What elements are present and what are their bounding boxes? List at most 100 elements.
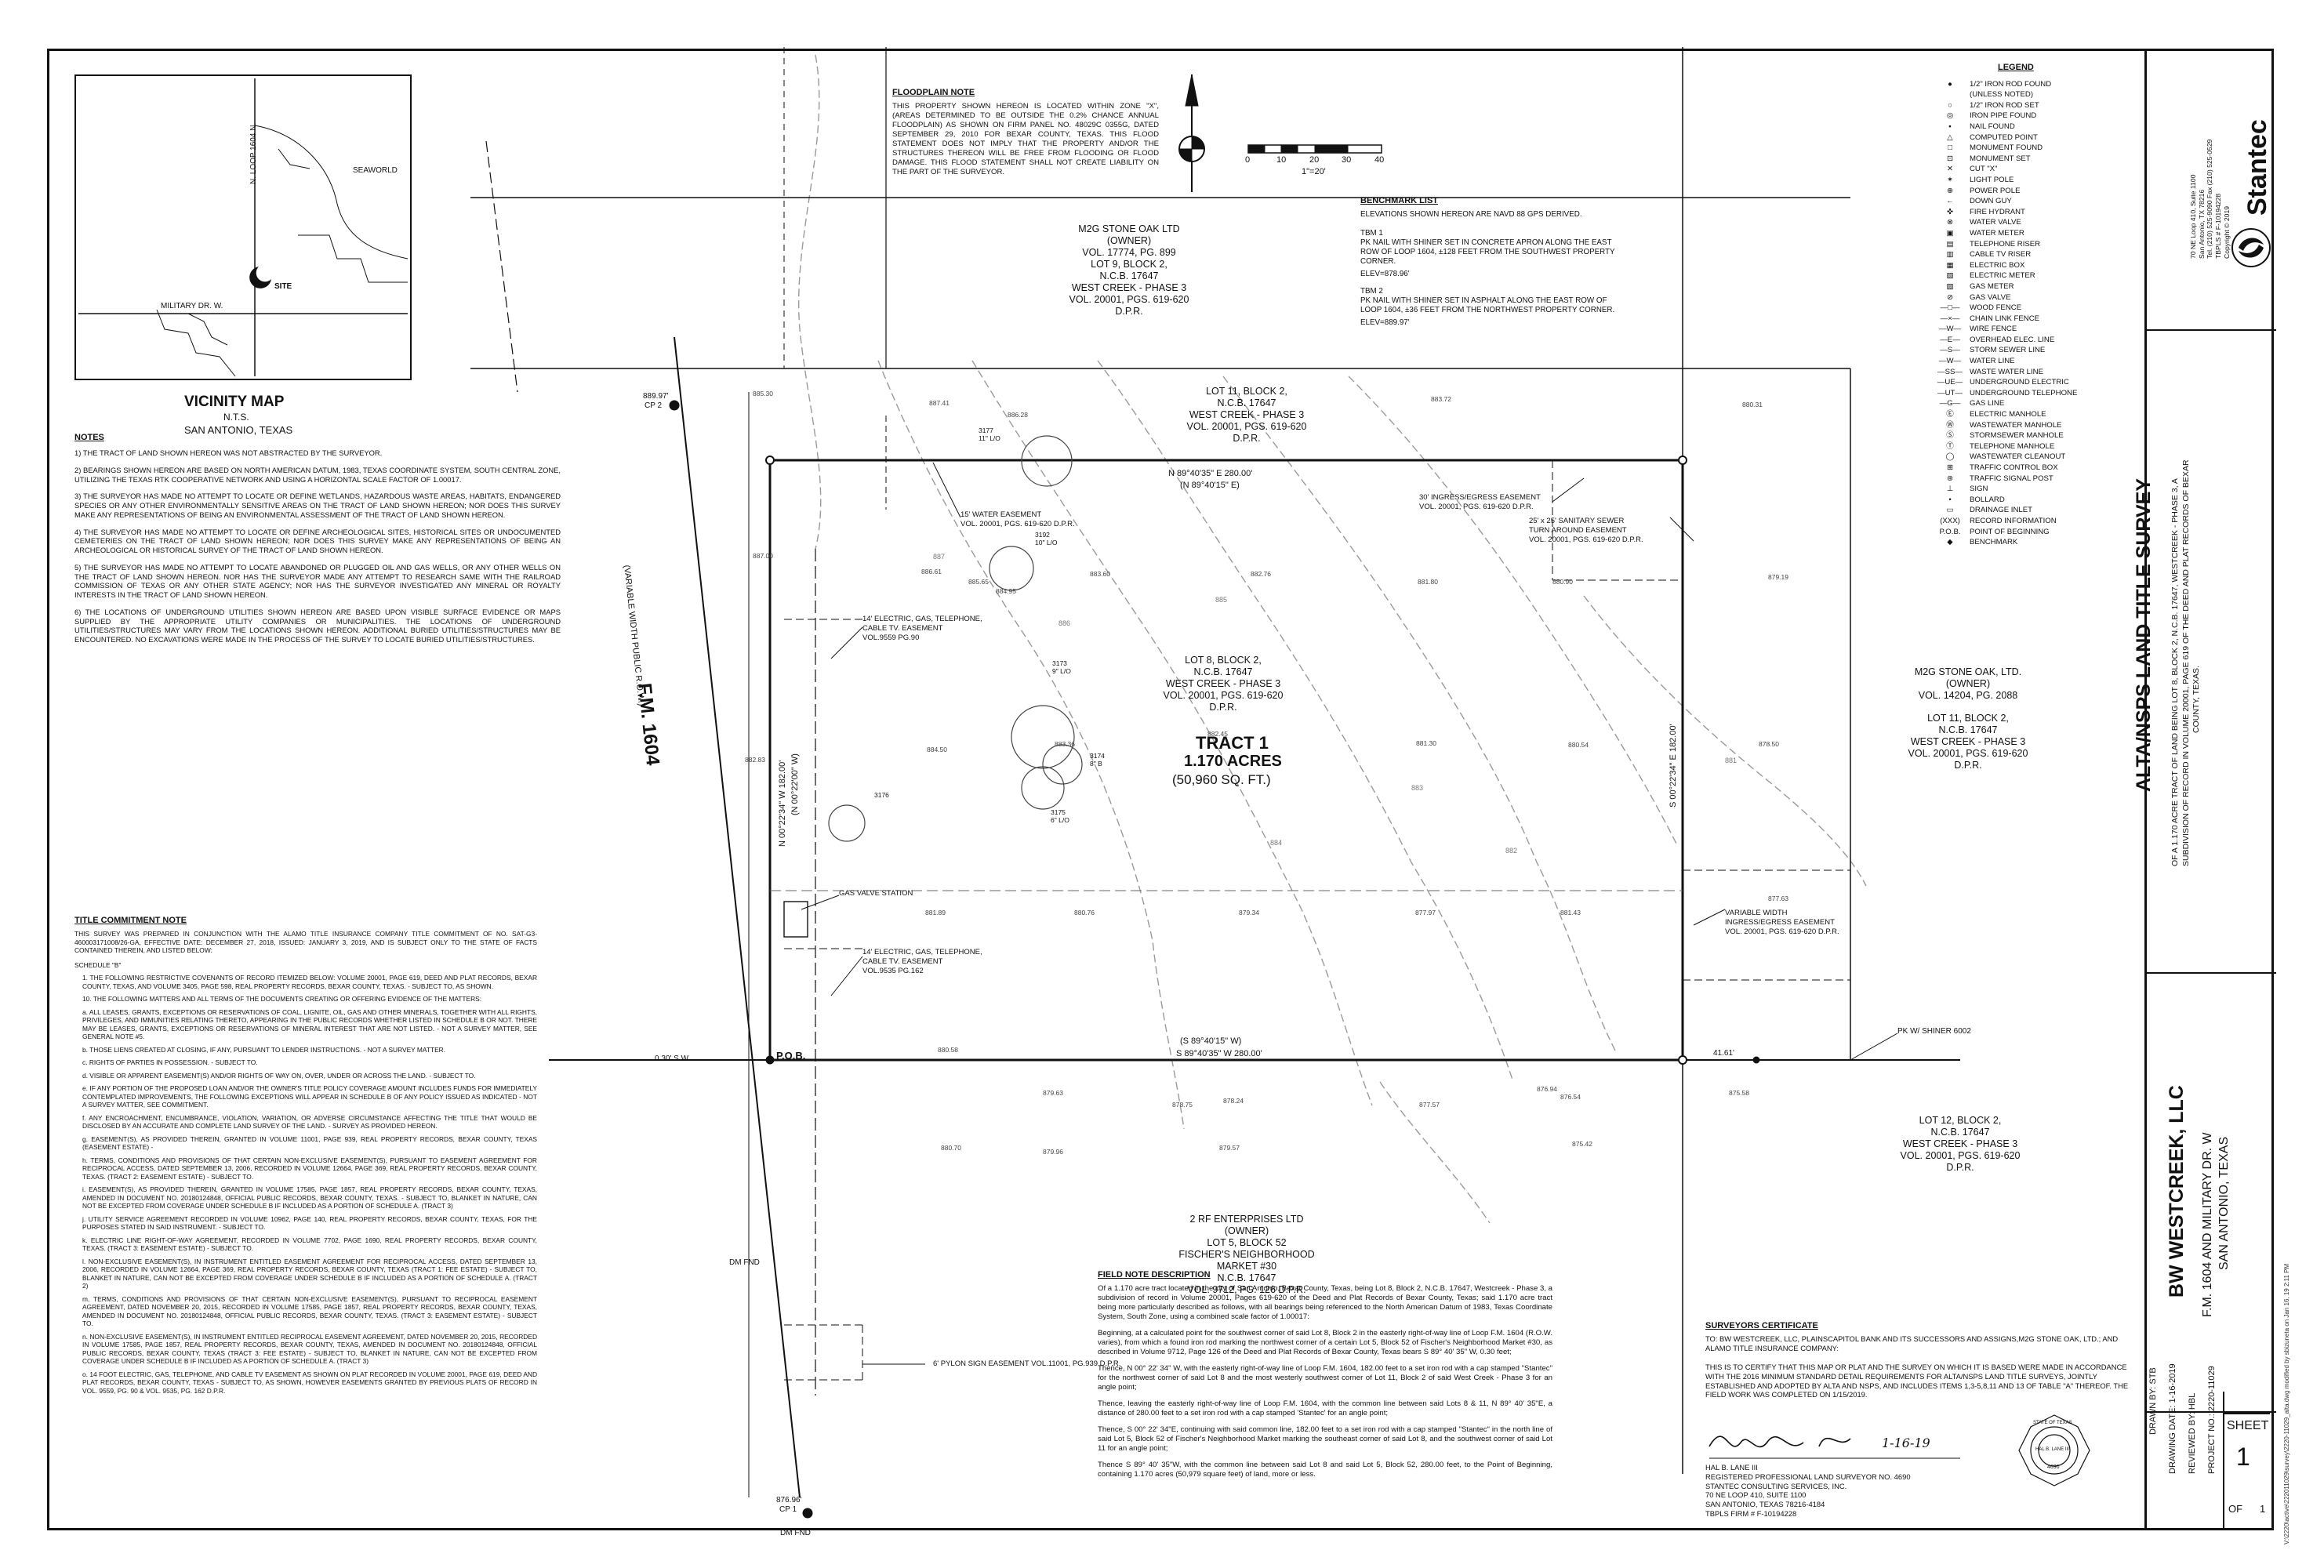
spot-elevation: 880.54	[1568, 741, 1589, 749]
m2g-top-line: M2G STONE OAK LTD	[1078, 223, 1180, 234]
spot-elevation: 883.60	[1090, 570, 1110, 578]
sewer-easement-line1: 25' x 25' SANITARY SEWER	[1529, 517, 1625, 525]
note-2: 2) BEARINGS SHOWN HEREON ARE BASED ON NO…	[74, 465, 561, 484]
vicinity-map-title: VICINITY MAP	[184, 394, 285, 410]
legend-item-label: TELEPHONE RISER	[1970, 239, 2041, 249]
legend-item-label: CHAIN LINK FENCE	[1970, 314, 2040, 323]
legend-item: □MONUMENT FOUND	[1937, 143, 2133, 154]
legend-symbol-icon: —W—	[1938, 325, 1962, 334]
signature-date: 1-16-19	[1882, 1436, 1930, 1450]
tree-label: 3176	[874, 791, 889, 799]
west-line-record: (N 00°22'00" W)	[790, 753, 800, 815]
surveyor-tbpls: TBPLS FIRM # F-10194228	[1705, 1508, 1797, 1518]
spot-elevation: 881.43	[1560, 909, 1581, 916]
spot-elevation: 880.70	[941, 1144, 961, 1152]
field-note-paragraph: Of a 1.170 acre tract located in the cit…	[1098, 1284, 1552, 1321]
legend-heading: LEGEND	[1998, 63, 2034, 72]
spot-elevation: 878.24	[1223, 1097, 1244, 1105]
reviewed-by: REVIEWED BY: HBL	[2188, 1392, 2197, 1474]
legend-item: ⊥SIGN	[1937, 484, 2133, 495]
tract-title: TRACT 1	[1196, 733, 1269, 753]
legend-symbol-icon: ←	[1946, 197, 1954, 206]
legend-symbol-icon: ⊘	[1946, 292, 1954, 302]
m2g-top-line: WEST CREEK - PHASE 3	[1071, 282, 1187, 293]
vicinity-road-loop-label: N. LOOP 1604 N.	[249, 122, 258, 184]
schedule-item: k. ELECTRIC LINE RIGHT-OF-WAY AGREEMENT,…	[82, 1236, 537, 1253]
legend-symbol-icon: P.O.B.	[1939, 527, 1961, 536]
shift-label: 0.30' S.W.	[655, 1054, 691, 1063]
schedule-item: 10. THE FOLLOWING MATTERS AND ALL TERMS …	[82, 995, 482, 1003]
surveyor-name: HAL B. LANE III	[1705, 1463, 1758, 1472]
legend-item: —UT—UNDERGROUND TELEPHONE	[1937, 388, 2133, 399]
spot-elevation: 886.61	[921, 568, 942, 575]
trees	[828, 435, 1083, 842]
legend-item: ▣WATER METER	[1937, 228, 2133, 239]
legend-item: ⊛TRAFFIC SIGNAL POST	[1937, 474, 2133, 485]
tree-label: 3192 10" L/O	[1035, 531, 1058, 546]
legend-item-label: MONUMENT SET	[1970, 154, 2031, 163]
scale-tick-40: 40	[1374, 155, 1385, 165]
legend-item-label: LIGHT POLE	[1970, 175, 2014, 184]
legend-symbol-icon: Ⓣ	[1946, 441, 1954, 451]
legend-item-label: (UNLESS NOTED)	[1970, 90, 2034, 100]
legend-item-label: TELEPHONE MANHOLE	[1970, 441, 2055, 451]
schedule-item: 1. THE FOLLOWING RESTRICTIVE COVENANTS O…	[82, 974, 537, 990]
contour-label: 882	[1505, 847, 1518, 855]
egt-easement-2-line2: CABLE TV. EASEMENT	[862, 957, 943, 966]
legend-item-label: GAS LINE	[1970, 399, 2005, 408]
egt-easement-1-line2: CABLE TV. EASEMENT	[862, 624, 943, 633]
lot-11-top-line: VOL. 20001, PGS. 619-620	[1186, 421, 1307, 432]
spot-elevation: 877.57	[1419, 1101, 1440, 1109]
seal-number: 4690	[2047, 1465, 2060, 1470]
tree-label: 3173 9" L/O	[1052, 659, 1071, 675]
spot-elevation: 880.58	[938, 1046, 958, 1054]
schedule-item: a. ALL LEASES, GRANTS, EXCEPTIONS OR RES…	[82, 1007, 537, 1041]
note-6: 6) THE LOCATIONS OF UNDERGROUND UTILITIE…	[74, 607, 561, 644]
scale-tick-20: 20	[1309, 155, 1320, 165]
cp1-marker	[802, 1508, 813, 1519]
vicinity-seaworld-label: SEAWORLD	[353, 166, 398, 175]
scale-label: 1"=20'	[1302, 167, 1326, 176]
surveyor-company: STANTEC CONSULTING SERVICES, INC.	[1705, 1481, 1847, 1490]
legend-item: (UNLESS NOTED)	[1937, 89, 2133, 100]
pk-shiner-label: PK W/ SHINER 6002	[1897, 1027, 1971, 1036]
spot-elevation: 876.54	[1560, 1093, 1581, 1101]
legend-symbol-icon: ●	[1948, 79, 1952, 89]
legend-item-label: BENCHMARK	[1970, 538, 2018, 547]
vicinity-road-military-label: MILITARY DR. W.	[161, 302, 223, 310]
legend-item: ✶LIGHT POLE	[1937, 175, 2133, 186]
location-line: SAN ANTONIO, TEXAS	[2217, 1136, 2231, 1270]
east-line-bearing: S 00°22'34" E 182.00'	[1669, 724, 1678, 808]
legend-symbol-icon: ◯	[1945, 452, 1955, 462]
schedule-item: l. NON-EXCLUSIVE EASEMENT(S), IN INSTRUM…	[82, 1257, 537, 1290]
tbm1-elev: ELEV=878.96'	[1360, 270, 1410, 278]
legend-item-label: IRON PIPE FOUND	[1970, 111, 2037, 121]
legend-item: —□—WOOD FENCE	[1937, 303, 2133, 314]
legend-symbol-icon: ⊗	[1946, 218, 1954, 227]
field-notes-body: Of a 1.170 acre tract located in the cit…	[1098, 1284, 1552, 1486]
legend-symbol-icon: —S—	[1940, 346, 1960, 355]
legend-symbol-icon: Ⓦ	[1946, 420, 1954, 430]
survey-desc-line: OF A 1.170 ACRE TRACT OF LAND BEING LOT …	[2170, 478, 2180, 866]
legend-symbol-icon: ⊛	[1946, 474, 1954, 483]
legend-item-label: 1/2" IRON ROD FOUND	[1970, 79, 2052, 89]
dm-fnd-label-1: DM FND	[729, 1258, 760, 1267]
legend-item-label: WASTEWATER MANHOLE	[1970, 420, 2062, 430]
legend-symbol-icon: ▤	[1946, 239, 1954, 249]
notes-list: 1) THE TRACT OF LAND SHOWN HEREON WAS NO…	[74, 448, 561, 652]
schedule-item: f. ANY ENCROACHMENT, ENCUMBRANCE, VIOLAT…	[82, 1113, 537, 1131]
legend-item: •BOLLARD	[1937, 495, 2133, 506]
tract-boundary	[470, 47, 1960, 1474]
company-name: Stantec	[2242, 119, 2272, 216]
fischer-line: FISCHER'S NEIGHBORHOOD	[1178, 1249, 1315, 1260]
spot-elevation: 880.31	[1742, 401, 1763, 408]
legend: LEGEND ● 1/2" IRON ROD FOUND(UNLESS NOTED…	[1937, 63, 2133, 548]
spot-elevation: 878.75	[1172, 1101, 1193, 1109]
legend-item: P.O.B.POINT OF BEGINNING	[1937, 527, 2133, 538]
fischer-owner-block: 2 RF ENTERPRISES LTD (OWNER) LOT 5, BLOC…	[1121, 1214, 1372, 1296]
legend-item-label: WASTEWATER CLEANOUT	[1970, 452, 2066, 462]
legend-item-label: WATER METER	[1970, 228, 2024, 238]
legend-symbol-icon: □	[1948, 143, 1952, 153]
spot-elevation: 879.19	[1768, 573, 1788, 581]
